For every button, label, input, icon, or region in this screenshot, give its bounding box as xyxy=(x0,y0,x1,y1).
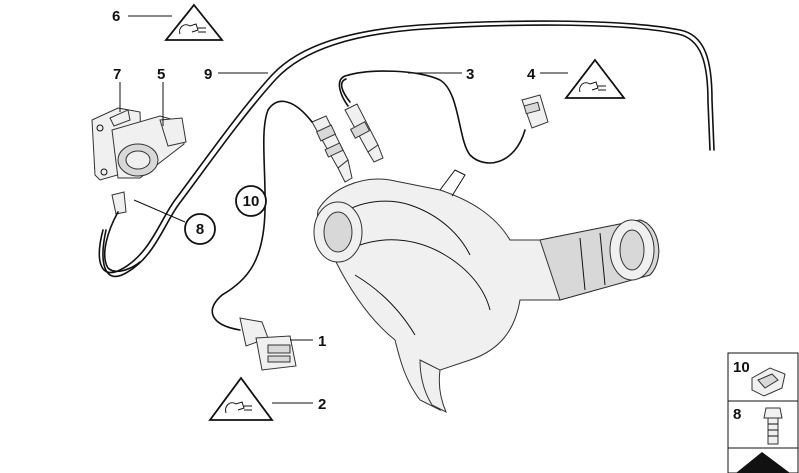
callout-6: 6 xyxy=(112,8,120,25)
exhaust-temp-sensor xyxy=(344,103,384,163)
side-item-8: 8 xyxy=(733,406,741,423)
callout-10: 10 xyxy=(243,193,260,210)
partial-symbol xyxy=(736,452,790,473)
electrical-plug-warning-icon xyxy=(164,3,224,41)
catalytic-converter xyxy=(313,169,660,414)
wiring-and-hoses xyxy=(98,20,715,331)
callout-10-circle: 10 xyxy=(235,185,267,217)
electrical-plug-warning-icon xyxy=(208,376,274,421)
callout-2: 2 xyxy=(318,396,326,413)
callout-1: 1 xyxy=(318,333,326,350)
bolt-part xyxy=(763,407,783,419)
callout-3: 3 xyxy=(466,66,474,83)
small-parts-panel: 10 8 xyxy=(727,352,799,473)
side-item-10: 10 xyxy=(733,359,750,376)
pressure-sensor xyxy=(111,115,187,215)
callout-4: 4 xyxy=(527,66,536,83)
callout-5: 5 xyxy=(157,66,165,83)
callout-7: 7 xyxy=(113,66,121,83)
callout-8-circle: 8 xyxy=(184,213,216,245)
callout-8: 8 xyxy=(196,221,204,238)
wiring-plug-1 xyxy=(239,317,297,371)
leader-lines xyxy=(119,15,568,404)
electrical-plug-warning-icon xyxy=(564,58,626,99)
oxygen-sensor-upper xyxy=(311,115,353,183)
connector-sensor-3 xyxy=(521,94,549,129)
callout-9: 9 xyxy=(204,66,212,83)
